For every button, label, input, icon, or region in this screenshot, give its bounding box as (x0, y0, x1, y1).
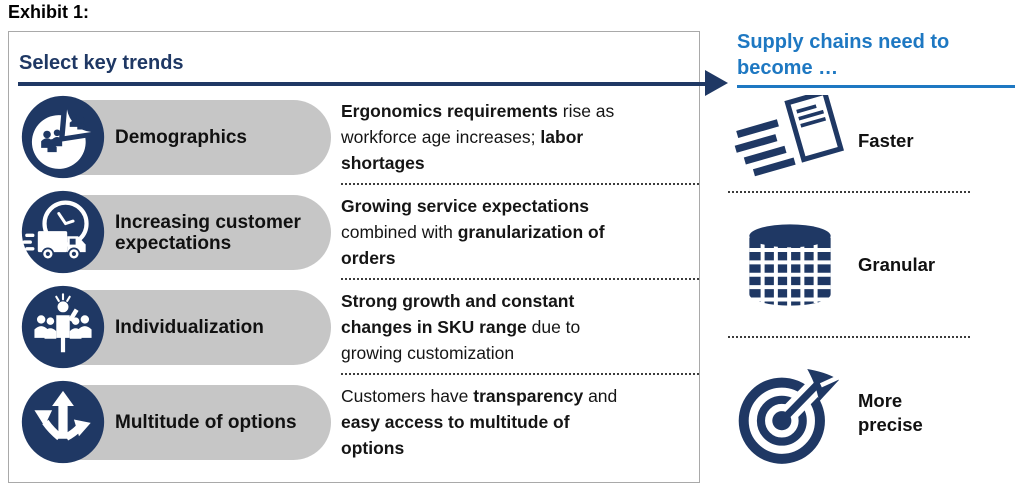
dotted-divider (341, 278, 699, 280)
left-panel-title: Select key trends (19, 52, 184, 74)
right-panel-title: Supply chains need to become … (737, 31, 950, 79)
trend-label: Increasing customer expectations (115, 211, 301, 254)
demographics-pie-people-icon (21, 95, 105, 179)
become-label: More precise (858, 390, 923, 435)
dotted-divider (341, 373, 699, 375)
trend-row: Increasing customer expectations Growing… (9, 190, 699, 285)
key-trends-panel: Select key trends Demographics Ergonomic… (8, 31, 700, 483)
dotted-divider (728, 336, 970, 338)
flying-document-icon (728, 95, 852, 187)
bullseye-dart-icon (728, 358, 852, 468)
exhibit-label: Exhibit 1: (8, 2, 90, 22)
transition-arrow-head (705, 70, 728, 96)
become-item: More precise (728, 356, 950, 470)
trend-row: Individualization Strong growth and cons… (9, 285, 699, 380)
become-item: Granular (728, 214, 935, 316)
individual-standout-icon (21, 285, 105, 369)
speedy-delivery-truck-icon (21, 190, 105, 274)
trend-label: Demographics (115, 127, 247, 148)
trend-label: Individualization (115, 317, 264, 338)
right-title-underline (737, 85, 1015, 88)
become-label: Granular (858, 254, 936, 275)
transition-arrow-line (18, 82, 708, 86)
dotted-divider (341, 183, 699, 185)
branching-arrows-icon (21, 380, 105, 464)
trend-row: Demographics Ergonomics requirements ris… (9, 95, 699, 190)
granular-cylinder-icon (728, 216, 852, 314)
dotted-divider (728, 191, 970, 193)
trend-row: Multitude of options Customers have tran… (9, 380, 699, 475)
trend-label: Multitude of options (115, 412, 297, 433)
become-item: Faster (728, 93, 914, 189)
become-label: Faster (858, 130, 914, 151)
